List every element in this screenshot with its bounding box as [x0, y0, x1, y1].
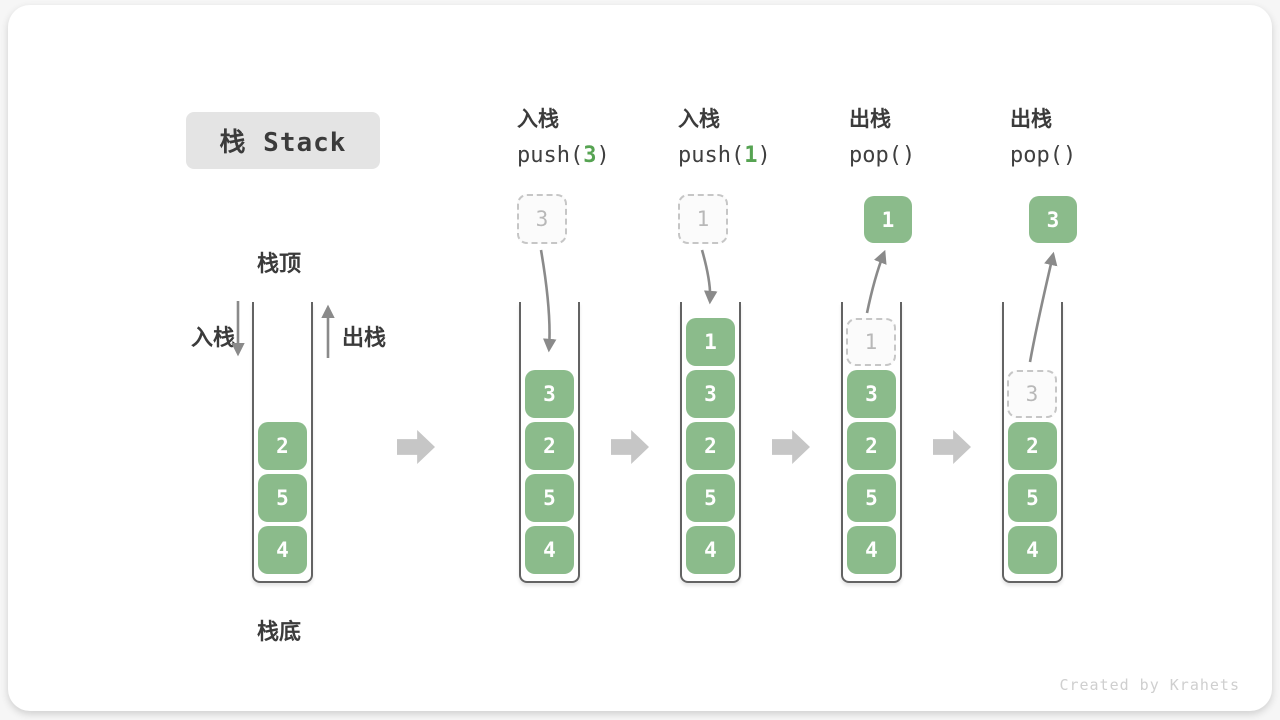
float-cell-dashed: 3 [517, 194, 567, 244]
op-code-pre: pop() [1010, 143, 1077, 168]
op-name: 入栈 [678, 108, 720, 131]
ghost-cell: 1 [846, 318, 896, 366]
label-push-in: 入栈 [191, 325, 236, 350]
label-pop-out: 出栈 [342, 325, 387, 350]
stack-tube-4 [841, 302, 902, 583]
stack-cell: 2 [1008, 422, 1057, 470]
stack-cell: 4 [686, 526, 735, 574]
op-name: 入栈 [517, 108, 559, 131]
stack-cell: 4 [847, 526, 896, 574]
stack-cell: 4 [1008, 526, 1057, 574]
op-code-post: ) [596, 143, 610, 168]
float-cell-solid: 1 [864, 196, 912, 243]
op-code-pre: push( [678, 143, 745, 168]
op-code-arg: 1 [744, 143, 758, 168]
stack-cell: 2 [686, 422, 735, 470]
footer-credit: Created by Krahets [1059, 676, 1240, 694]
op-label-push-3: 入栈 push(3) [517, 107, 677, 169]
stack-cell: 2 [258, 422, 307, 470]
op-code-post: ) [757, 143, 771, 168]
stack-cell: 4 [258, 526, 307, 574]
stack-cell: 5 [686, 474, 735, 522]
op-code-arg: 3 [583, 143, 597, 168]
stack-cell: 4 [525, 526, 574, 574]
stack-tube-1 [252, 302, 313, 583]
op-code: push(3) [517, 142, 677, 169]
stack-cell: 3 [847, 370, 896, 418]
op-label-pop-3: 出栈 pop() [1010, 107, 1170, 169]
stack-tube-2 [519, 302, 580, 583]
stack-cell: 3 [525, 370, 574, 418]
op-code: pop() [849, 142, 1009, 169]
stack-cell: 3 [686, 370, 735, 418]
float-cell-solid: 3 [1029, 196, 1077, 243]
label-stack-top: 栈顶 [257, 251, 302, 276]
ghost-cell: 3 [1007, 370, 1057, 418]
stack-cell: 5 [258, 474, 307, 522]
op-code-pre: pop() [849, 143, 916, 168]
op-code: pop() [1010, 142, 1170, 169]
float-cell-dashed: 1 [678, 194, 728, 244]
op-code-pre: push( [517, 143, 584, 168]
stack-cell: 1 [686, 318, 735, 366]
stack-tube-5 [1002, 302, 1063, 583]
op-code: push(1) [678, 142, 838, 169]
title-badge: 栈 Stack [186, 112, 380, 169]
op-name: 出栈 [1010, 108, 1052, 131]
stack-tube-3 [680, 302, 741, 583]
stack-cell: 2 [847, 422, 896, 470]
op-label-pop-1: 出栈 pop() [849, 107, 1009, 169]
title-text: 栈 Stack [219, 128, 347, 158]
stack-cell: 2 [525, 422, 574, 470]
label-stack-bottom: 栈底 [257, 619, 302, 644]
stack-cell: 5 [525, 474, 574, 522]
stack-cell: 5 [1008, 474, 1057, 522]
op-label-push-1: 入栈 push(1) [678, 107, 838, 169]
op-name: 出栈 [849, 108, 891, 131]
stack-cell: 5 [847, 474, 896, 522]
